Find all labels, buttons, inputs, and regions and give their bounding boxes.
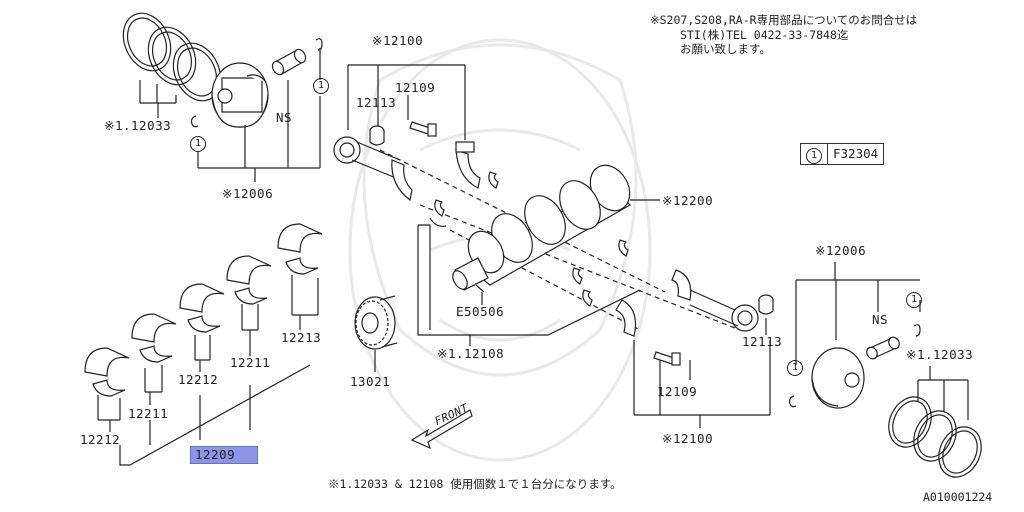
leader-piston-left	[197, 48, 321, 182]
snap-ring-right-bottom	[788, 395, 797, 408]
watermark-emblem	[348, 38, 652, 462]
leader-bearing-set	[417, 224, 641, 346]
leader-12209	[119, 364, 311, 466]
conrod-cap-bottom	[615, 299, 637, 337]
callout-bush-bottom[interactable]: 12113	[742, 334, 783, 349]
assembly-lines	[379, 149, 741, 331]
circled-marker-right-top: 1	[906, 292, 922, 308]
callout-conrod-top[interactable]: ※12100	[372, 33, 424, 48]
circled-marker-left-top: 1	[313, 78, 329, 94]
callout-bolt-bottom[interactable]: 12109	[657, 384, 698, 399]
conrod-cap-top	[455, 141, 481, 189]
callout-bolt-top[interactable]: 12109	[395, 80, 436, 95]
callout-key[interactable]: E50506	[456, 304, 505, 319]
conrod-top	[333, 136, 413, 202]
header-note-line2: STI(株)TEL 0422-33-7848迄	[680, 28, 849, 42]
front-arrow-icon	[410, 409, 473, 450]
callout-piston-set-left[interactable]: ※12006	[222, 186, 274, 201]
callout-ns-left: NS	[276, 110, 293, 125]
callout-bearing-set[interactable]: ※1.12108	[437, 346, 505, 361]
conrod-bushing-bottom	[758, 294, 774, 315]
callout-bearing-12211-b[interactable]: 12211	[128, 406, 169, 421]
figure-reference-code[interactable]: F32304	[827, 144, 883, 164]
callout-piston-set-right[interactable]: ※12006	[815, 243, 867, 258]
snap-ring-right-top	[913, 324, 921, 337]
callout-ns-right: NS	[872, 312, 889, 327]
leader-12212-b	[97, 395, 121, 432]
crank-sprocket	[354, 295, 398, 350]
circled-one-icon: 1	[806, 148, 822, 164]
conrod-bottom	[671, 269, 759, 332]
diagram-code: A010001224	[923, 490, 993, 504]
callout-rings-left[interactable]: ※1.12033	[104, 118, 172, 133]
callout-bush-top[interactable]: 12113	[356, 95, 397, 110]
piston-right	[811, 347, 865, 409]
conrod-bushing-top	[369, 125, 385, 146]
callout-conrod-bottom[interactable]: ※12100	[662, 431, 714, 446]
leader-conrod-bottom	[633, 318, 771, 428]
leader-12213	[291, 275, 319, 330]
conrod-bolt-top	[409, 121, 437, 137]
callout-bearing-12212-b[interactable]: 12212	[80, 432, 121, 447]
callout-bearing-12212-a[interactable]: 12212	[178, 372, 219, 387]
leader-conrod-top	[347, 64, 466, 140]
callout-crankshaft[interactable]: ※12200	[662, 193, 714, 208]
leader-rings-right	[917, 366, 969, 420]
crank-key	[475, 284, 485, 293]
leader-12211-a	[241, 304, 259, 356]
leader-piston-right	[795, 262, 921, 365]
callout-bearing-12209-highlighted[interactable]: 12209	[190, 446, 258, 464]
header-note-line1: ※S207,S208,RA-R専用部品についてのお問合せは	[650, 13, 918, 27]
callout-bearing-12213[interactable]: 12213	[281, 330, 322, 345]
header-note-line3: お願い致します。	[680, 42, 771, 56]
piston-ring-set-right	[888, 396, 982, 478]
callout-rings-right[interactable]: ※1.12033	[906, 347, 974, 362]
callout-bearing-12211-a[interactable]: 12211	[230, 355, 271, 370]
crankshaft	[452, 164, 631, 291]
footer-note: ※1.12033 & 12108 使用個数１で１台分になります。	[328, 477, 622, 491]
piston-left	[211, 62, 269, 128]
crank-bearing-shells-mid	[429, 171, 629, 307]
leader-12211-b	[144, 365, 163, 405]
leader-12212-a	[194, 335, 211, 372]
callout-sprocket[interactable]: 13021	[350, 374, 391, 389]
figure-reference-box[interactable]: 1 F32304	[800, 143, 885, 165]
circled-marker-left-bottom: 1	[190, 136, 206, 152]
piston-pin-right	[866, 336, 900, 360]
circled-marker-right-bottom: 1	[787, 360, 803, 376]
figure-reference-mark: 1	[801, 144, 827, 164]
main-bearing-shells-left	[84, 223, 323, 397]
piston-pin-left	[271, 48, 307, 76]
leader-rings-left	[139, 80, 177, 118]
piston-ring-set-left	[122, 12, 222, 102]
conrod-bolt-bottom	[653, 351, 681, 366]
snap-ring-left-top	[315, 38, 323, 51]
snap-ring-left-bottom	[190, 115, 199, 128]
